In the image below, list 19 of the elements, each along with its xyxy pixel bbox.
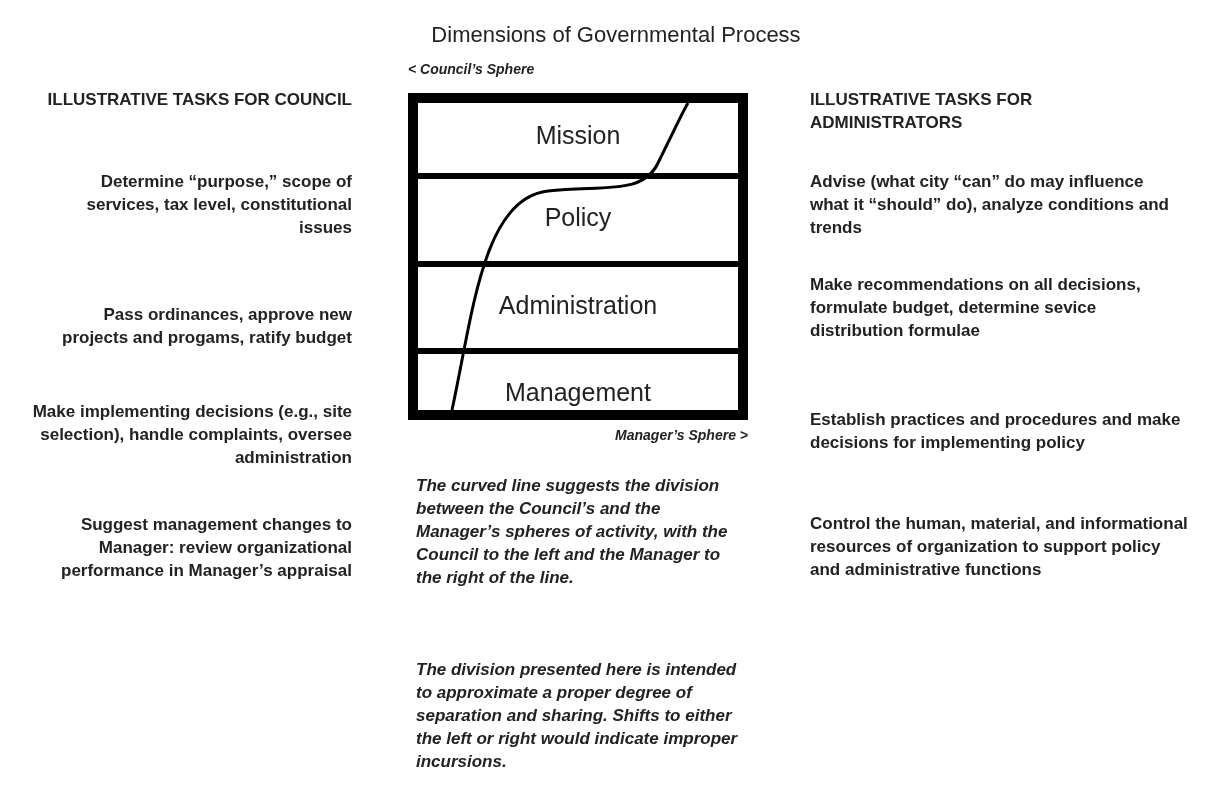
note-text: Determine “purpose,” scope of services, tax level, constitutional issues (85, 171, 352, 239)
band-label: Policy (543, 203, 613, 232)
band-label: Management (504, 378, 652, 407)
axis-note: < Council’s Sphere (408, 60, 536, 78)
note-text: Suggest management changes to Manager: review organizational performance in Manager’s appraisal (60, 514, 352, 582)
band-label: Administration (497, 291, 659, 320)
note-text: Establish practices and procedures and make decisions for implementing policy (810, 409, 1182, 454)
note-text: The curved line suggests the division between the Council’s and the Manager’s spheres of activity, with the Council to the left and the Manager to the right of the line. (416, 475, 729, 589)
note-text: Control the human, material, and informational resources of organization to support policy and administrative functions (810, 513, 1189, 581)
note-text: Advise (what city “can” do may influence what it “should” do), analyze conditions and trends (810, 171, 1170, 239)
column-heading: ILLUSTRATIVE TASKS FOR COUNCIL (46, 89, 352, 111)
note-text: Make implementing decisions (e.g., site selection), handle complaints, oversee administration (31, 401, 352, 469)
title: Dimensions of Governmental Process (430, 22, 802, 48)
note-text: Pass ordinances, approve new projects and progams, ratify budget (61, 304, 352, 349)
note-text: The division presented here is intended to approximate a proper degree of separation and sharing. Shifts to either the left or right would indicate improper incursions. (416, 659, 739, 773)
band-label: Mission (534, 121, 622, 150)
note-text: Make recommendations on all decisions, formulate budget, determine sevice distribution formulae (810, 274, 1142, 342)
axis-note: Manager’s Sphere > (614, 426, 748, 444)
column-heading: ILLUSTRATIVE TASKS FOR ADMINISTRATORS (810, 89, 1034, 134)
